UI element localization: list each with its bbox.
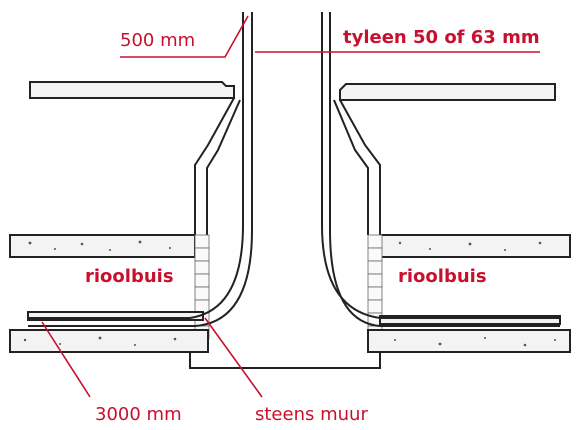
label-brick-wall: steens muur bbox=[255, 404, 368, 425]
mid-slab-left bbox=[9, 234, 196, 258]
shaft-wall-right-inner bbox=[333, 99, 369, 235]
pipe-right bbox=[321, 12, 560, 319]
shaft-wall-left bbox=[194, 97, 235, 235]
pipe-left-inner bbox=[28, 12, 253, 327]
bottom-slab-left bbox=[9, 329, 209, 353]
top-slab-right bbox=[339, 83, 556, 101]
top-slab-left bbox=[29, 81, 235, 99]
shaft-wall-left-inner bbox=[206, 99, 241, 235]
concrete-texture bbox=[23, 240, 556, 347]
label-bottom-length: 3000 mm bbox=[95, 404, 182, 425]
bottom-membrane-left bbox=[27, 311, 204, 321]
leader-top-length bbox=[120, 15, 249, 58]
label-pipe-spec: tyleen 50 of 63 mm bbox=[343, 27, 540, 48]
leader-bottom-length bbox=[41, 321, 91, 398]
bottom-slab-right bbox=[367, 329, 571, 353]
label-sewer-left: rioolbuis bbox=[85, 266, 174, 287]
shaft-wall-right bbox=[339, 99, 381, 235]
foundation-block bbox=[189, 352, 381, 369]
pipe-left bbox=[28, 12, 244, 319]
pipe-right-inner bbox=[329, 12, 560, 327]
label-top-length: 500 mm bbox=[120, 30, 195, 51]
leader-brick-wall bbox=[204, 317, 263, 398]
mid-slab-right bbox=[379, 234, 571, 258]
label-sewer-right: rioolbuis bbox=[398, 266, 487, 287]
bottom-membrane-right bbox=[379, 315, 561, 325]
